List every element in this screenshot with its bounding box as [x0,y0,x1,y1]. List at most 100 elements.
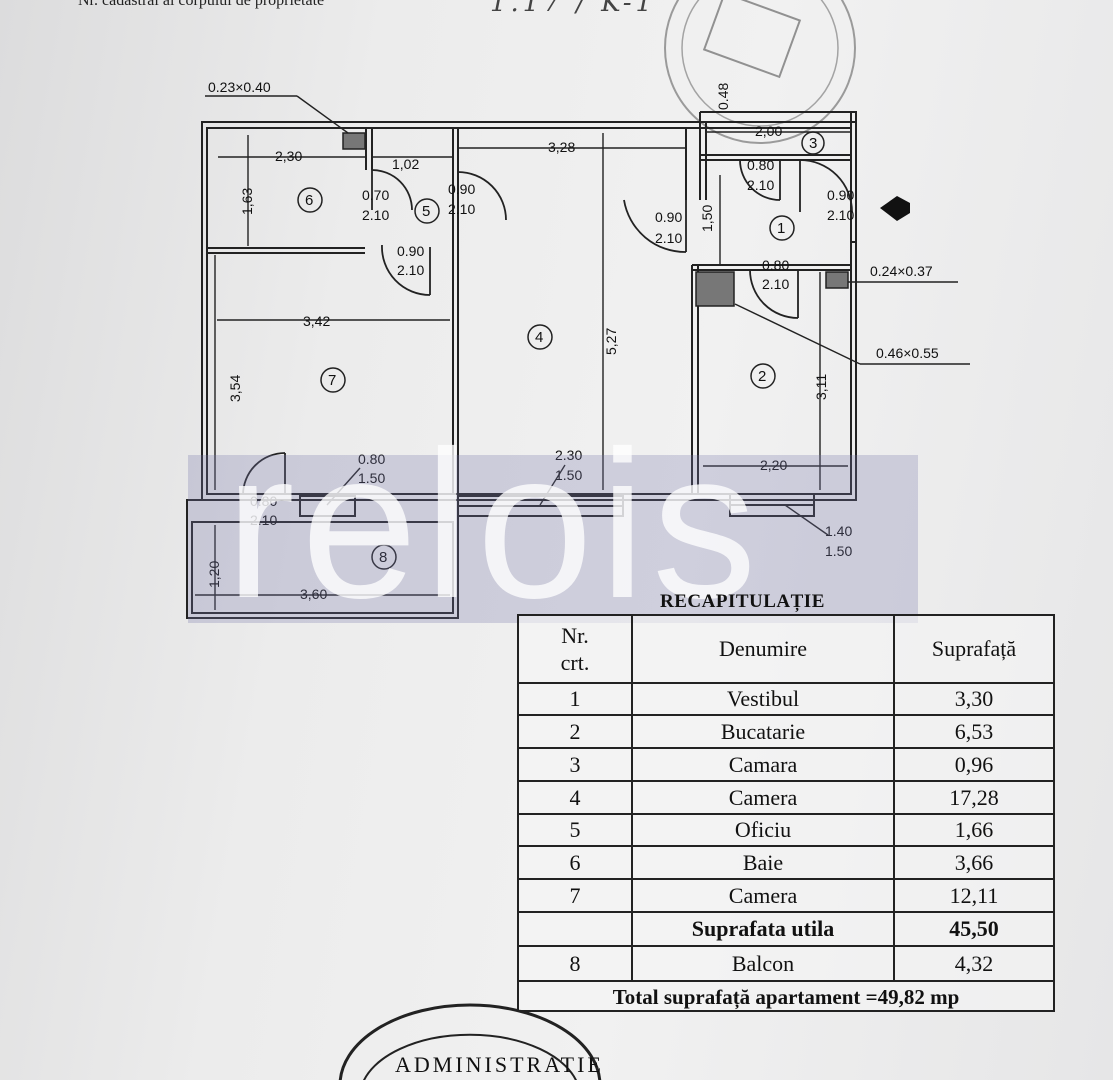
recap-title: RECAPITULAȚIE [660,591,825,612]
table-row: 5 Oficiu 1,66 [519,815,1053,847]
row-nr [519,913,633,945]
watermark-band [188,455,918,623]
window-label-140: 1.40 [825,523,852,539]
window-label-080: 0.80 [358,451,385,467]
total-area-row: Total suprafață apartament =49,82 mp [612,984,960,1009]
dim-1-50: 1,50 [699,205,715,232]
table-row: 1 Vestibul 3,30 [519,684,1053,716]
row-name: Camera [633,880,895,911]
dim-3-54: 3,54 [227,375,243,402]
door-label-070-h: 2.10 [362,207,389,223]
door-label-080b: 0.80 [762,257,789,273]
row-area: 6,53 [954,718,994,744]
watermark-logo: relois [225,407,763,642]
table-row: 8 Balcon 4,32 [519,947,1053,982]
dim-2-20: 2,20 [760,457,787,473]
entrance-arrow-icon [880,196,910,221]
row-name: Camera [633,782,895,813]
row-area: 17,28 [949,784,999,810]
row-nr: 4 [519,782,633,813]
duct-size-label-2: 0.24×0.37 [870,263,933,279]
row-name: Suprafata utila [633,913,895,945]
table-row: 4 Camera 17,28 [519,782,1053,815]
door-swings [242,159,853,496]
row-nr: 8 [519,947,633,980]
row-nr: 5 [519,815,633,845]
row-area: 3,66 [954,849,994,875]
document-header-text: Nr. cadastral al corpului de proprietate [78,0,325,9]
door-label-080c: 0.80 [250,493,277,509]
table-row: 7 Camera 12,11 [519,880,1053,913]
table-row: 3 Camara 0,96 [519,749,1053,782]
row-nr: 3 [519,749,633,780]
door-label-080c-h: 2.10 [250,512,277,528]
row-name: Balcon [633,947,895,980]
window-label-230: 2.30 [555,447,582,463]
dim-3-42: 3,42 [303,313,330,329]
row-area: 45,50 [949,916,999,941]
duct-size-label-3: 0.46×0.55 [876,345,939,361]
recap-header-row: Nr. crt. Denumire Suprafață [519,616,1053,684]
row-nr: 1 [519,684,633,714]
top-stamp [664,0,856,144]
door-label-090c: 0.90 [655,209,682,225]
row-area: 0,96 [954,751,994,777]
subtotal-row: Suprafata utila 45,50 [519,913,1053,947]
ventilation-ducts [342,132,849,307]
row-name: Oficiu [633,815,895,845]
door-label-090a: 0.90 [448,181,475,197]
room-label-8: 8 [379,549,387,566]
bottom-stamp: ADMINISTRATIE [338,1003,604,1080]
dim-2-00: 2,00 [755,123,782,139]
dim-3-60: 3,60 [300,586,327,602]
window-label-230-h: 1.50 [555,467,582,483]
dim-5-27: 5,27 [603,328,619,355]
table-row: 6 Baie 3,66 [519,847,1053,880]
room-markers [297,131,825,570]
dim-3-11: 3,11 [813,374,829,400]
door-label-080a: 0.80 [747,157,774,173]
header-nr: Nr. crt. [519,616,633,682]
header-name: Denumire [633,616,895,682]
door-label-090b: 0.90 [827,187,854,203]
window-label-140-h: 1.50 [825,543,852,559]
door-label-080a-h: 2.10 [747,177,774,193]
row-name: Camara [633,749,895,780]
door-label-090d: 0.90 [397,243,424,259]
room-label-5: 5 [422,203,430,220]
handwritten-note: 1.17 / K-1 [490,0,657,18]
row-nr: 2 [519,716,633,747]
row-nr: 7 [519,880,633,911]
header-area: Suprafață [931,636,1017,661]
door-label-090d-h: 2.10 [397,262,424,278]
row-area: 12,11 [949,882,999,908]
door-label-080b-h: 2.10 [762,276,789,292]
window-label-080-h: 1.50 [358,470,385,486]
row-area: 4,32 [954,950,994,976]
dim-0-48: 0.48 [715,83,731,110]
row-name: Bucatarie [633,716,895,747]
table-row: 2 Bucatarie 6,53 [519,716,1053,749]
room-label-7: 7 [328,372,336,389]
room-label-4: 4 [535,329,543,346]
room-label-1: 1 [777,220,785,237]
stamp-text: ADMINISTRATIE [395,1052,604,1077]
room-label-6: 6 [305,192,313,209]
room-label-2: 2 [758,368,766,385]
dim-3-28: 3,28 [548,139,575,155]
door-label-090c-h: 2.10 [655,230,682,246]
dim-1-02: 1,02 [392,156,419,172]
duct-size-label: 0.23×0.40 [208,79,271,95]
row-name: Baie [633,847,895,878]
door-label-090b-h: 2.10 [827,207,854,223]
door-label-070: 0.70 [362,187,389,203]
dimension-lines [195,95,970,610]
walls [186,111,857,619]
row-nr: 6 [519,847,633,878]
plan-labels: 0.23×0.40 2,30 1,02 3,28 2,00 0.48 1,63 … [206,79,939,602]
dim-1-20: 1,20 [206,561,222,588]
door-label-090a-h: 2.10 [448,201,475,217]
row-area: 3,30 [954,686,994,711]
dim-1-63: 1,63 [239,188,255,215]
